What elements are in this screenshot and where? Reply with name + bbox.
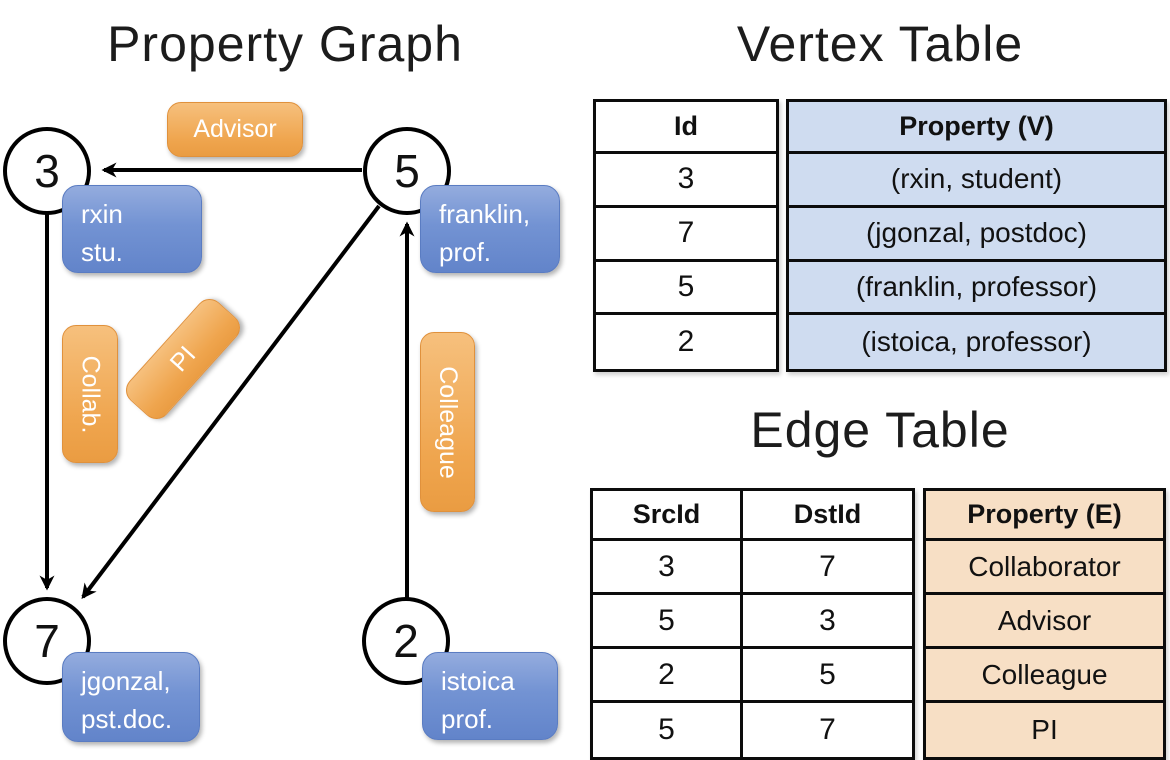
- vertex-table-cell-id: 3: [596, 154, 776, 208]
- edge-label-collab: Collab.: [62, 325, 118, 463]
- property-graph-title: Property Graph: [107, 16, 463, 72]
- vertex-table-cell-property: (istoica, professor): [861, 326, 1092, 358]
- node-id-label: 2: [393, 615, 419, 667]
- vertex-table-cell-property: (rxin, student): [789, 154, 1164, 208]
- edge-label-colleague: Colleague: [420, 332, 475, 512]
- edge-table-cell-dstid: 7: [819, 713, 836, 746]
- edge-table-cell-dstid: 3: [743, 595, 912, 649]
- vertex-property-box-3: rxin stu.: [62, 185, 202, 273]
- edge-table-header-srcid: SrcId: [593, 491, 743, 541]
- node-id-label: 7: [34, 615, 60, 667]
- edge-table-header-dstid: DstId: [743, 491, 912, 541]
- edge-line-pi-5-to-7: [81, 204, 381, 599]
- edge-label-advisor: Advisor: [167, 102, 303, 157]
- vertex-table-cell-id: 2: [677, 325, 695, 359]
- graph-edges-svg: [39, 162, 415, 599]
- edge-table-id-columns: SrcId DstId 3 7 5 3 2 5 5 7: [590, 488, 915, 760]
- vertex-property-box-2: istoica prof.: [422, 652, 558, 740]
- vertex-property-box-5: franklin, prof.: [420, 185, 560, 273]
- node-circle-5: 5: [363, 127, 451, 215]
- edge-table-cell-dstid: 5: [743, 649, 912, 703]
- node-circle-2: 2: [362, 597, 450, 685]
- edge-table-property-column: Property (E) Collaborator Advisor Collea…: [923, 488, 1166, 760]
- vertex-table-title: Vertex Table: [736, 16, 1024, 72]
- vertex-property-box-7: jgonzal, pst.doc.: [62, 652, 200, 742]
- edge-table-cell-srcid: 5: [593, 595, 743, 649]
- edge-table-cell-property: PI: [1031, 714, 1058, 745]
- vertex-table-header-id: Id: [596, 102, 776, 154]
- vertex-table-cell-id: 7: [596, 208, 776, 262]
- edge-table-cell-property: Collaborator: [926, 541, 1163, 595]
- edge-table-cell-srcid: 2: [593, 649, 743, 703]
- edge-table-cell-property: Colleague: [926, 649, 1163, 703]
- edge-table-cell-dstid: 7: [743, 541, 912, 595]
- edge-label-advisor-text: Advisor: [193, 115, 277, 143]
- node-id-label: 3: [34, 145, 60, 197]
- vertex-table-header-property: Property (V): [789, 102, 1164, 154]
- edge-table-cell-property: Advisor: [926, 595, 1163, 649]
- node-id-label: 5: [394, 145, 420, 197]
- vertex-table-cell-property: (jgonzal, postdoc): [789, 208, 1164, 262]
- vertex-table-property-column: Property (V) (rxin, student) (jgonzal, p…: [786, 99, 1167, 372]
- vertex-table-cell-id: 5: [596, 262, 776, 316]
- edge-table-cell-srcid: 5: [593, 703, 743, 757]
- edge-table-header-property: Property (E): [926, 491, 1163, 541]
- edge-label-pi-text: PI: [164, 340, 201, 377]
- edge-table-cell-srcid: 3: [593, 541, 743, 595]
- vertex-table-cell-property: (franklin, professor): [789, 262, 1164, 316]
- edge-label-colleague-text: Colleague: [434, 365, 462, 479]
- edge-table-title: Edge Table: [750, 402, 1010, 458]
- edge-label-collab-text: Collab.: [76, 355, 105, 433]
- vertex-table-id-column: Id 3 7 5 2: [593, 99, 779, 372]
